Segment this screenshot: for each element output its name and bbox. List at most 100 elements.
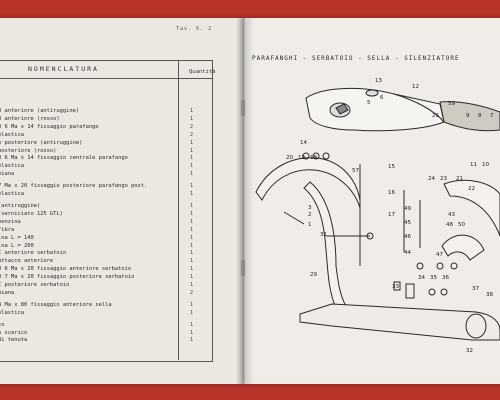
quantity-item: 1 bbox=[190, 234, 194, 241]
callout-14: 14 bbox=[300, 140, 307, 146]
quantity-item: 1 bbox=[190, 155, 194, 162]
quantity-item: 1 bbox=[190, 282, 194, 289]
list-item: (verniciato 125 GTL) bbox=[0, 210, 63, 217]
list-item: 0 6 Ma x 14 fissaggio centrale parafango bbox=[0, 155, 128, 162]
list-item: o scarico bbox=[0, 329, 28, 336]
callout-1: 1 bbox=[308, 222, 312, 228]
callout-36: 36 bbox=[442, 275, 449, 281]
callout-8: 8 bbox=[478, 113, 482, 119]
list-item: elastica bbox=[0, 309, 24, 316]
list-item: piana bbox=[0, 289, 15, 296]
quantity-item: 1 bbox=[190, 183, 194, 190]
list-item: 7 Ma x 20 fissaggio posteriore parafango… bbox=[0, 183, 148, 190]
callout-23: 23 bbox=[440, 176, 447, 182]
quantity-column-rule bbox=[178, 60, 179, 360]
quantity-item: 2 bbox=[190, 289, 194, 296]
nomenclature-header: NOMENCLATURA bbox=[28, 65, 99, 73]
table-header-rule bbox=[0, 78, 212, 79]
list-item: elastica bbox=[0, 163, 24, 170]
callout-50: 50 bbox=[458, 222, 465, 228]
list-item: 0 7 Ma x 20 fissaggio posteriore serbato… bbox=[0, 274, 135, 281]
callout-26: 26 bbox=[432, 113, 439, 119]
callout-59: 59 bbox=[448, 101, 455, 107]
callout-34: 34 bbox=[418, 275, 425, 281]
list-item: ina L = 140 bbox=[0, 234, 34, 241]
callout-22: 22 bbox=[468, 186, 475, 192]
callout-29: 29 bbox=[310, 272, 317, 278]
quantity-item: 1 bbox=[190, 139, 194, 146]
quantity-item: 1 bbox=[190, 250, 194, 257]
quantity-item: 1 bbox=[190, 108, 194, 114]
quantity-item: 1 bbox=[190, 266, 194, 273]
callout-31: 31 bbox=[320, 232, 327, 238]
callout-17: 17 bbox=[388, 212, 395, 218]
list-item: (antiruggine) bbox=[0, 202, 41, 209]
callout-48: 48 bbox=[446, 222, 453, 228]
quantity-item: 1 bbox=[190, 309, 194, 316]
callout-19: 19 bbox=[298, 155, 305, 161]
quantity-item: 1 bbox=[190, 210, 194, 217]
list-item: 8 Ma x 80 fissaggio anteriore sella bbox=[0, 301, 112, 308]
book-gutter bbox=[236, 18, 254, 384]
list-item: fibra bbox=[0, 226, 15, 233]
callout-3: 3 bbox=[308, 205, 312, 211]
exploded-parts-drawing bbox=[255, 87, 500, 341]
callout-33: 33 bbox=[392, 284, 399, 290]
list-item: o posteriore (antiruggine) bbox=[0, 139, 83, 146]
callout-49: 49 bbox=[404, 206, 411, 212]
quantity-item: 1 bbox=[190, 191, 194, 198]
callout-2: 2 bbox=[308, 212, 312, 218]
callout-38: 38 bbox=[486, 292, 493, 298]
quantity-item: 1 bbox=[190, 226, 194, 233]
tab-label: Tav. 6. 2 bbox=[176, 26, 213, 32]
callout-44: 44 bbox=[404, 250, 411, 256]
list-item: co bbox=[0, 321, 5, 328]
callout-46: 46 bbox=[404, 234, 411, 240]
callout-47: 47 bbox=[436, 252, 443, 258]
callout-43: 43 bbox=[448, 212, 455, 218]
list-item: elastica bbox=[0, 131, 24, 138]
quantity-item: 1 bbox=[190, 218, 194, 225]
list-item: ina L = 200 bbox=[0, 242, 34, 249]
list-item: elastica bbox=[0, 191, 24, 198]
callout-13: 13 bbox=[375, 78, 382, 84]
list-item: O anteriore (rosso) bbox=[0, 115, 60, 122]
quantity-item: 1 bbox=[190, 274, 194, 281]
quantity-item: 1 bbox=[190, 301, 194, 308]
quantity-item: 1 bbox=[190, 202, 194, 209]
staple-top bbox=[241, 100, 245, 116]
callout-7: 7 bbox=[490, 113, 494, 119]
quantity-item: 1 bbox=[190, 337, 194, 344]
callout-5: 5 bbox=[367, 100, 371, 106]
callout-11: 11 bbox=[470, 162, 477, 168]
quantity-item: 1 bbox=[190, 171, 194, 178]
callout-16: 16 bbox=[388, 190, 395, 196]
callout-24: 24 bbox=[428, 176, 435, 182]
list-item: di tenuta bbox=[0, 337, 28, 344]
front-mudguard bbox=[255, 157, 361, 209]
callout-15: 15 bbox=[388, 164, 395, 170]
callout-9: 9 bbox=[466, 113, 470, 119]
quantity-item: 2 bbox=[190, 123, 194, 130]
page-title: PARAFANGHI - SERBATOIO - SELLA - SILENZI… bbox=[252, 55, 460, 62]
left-page: Tav. 6. 2 NOMENCLATURA Quantità O anteri… bbox=[0, 18, 244, 384]
seat bbox=[439, 101, 500, 132]
callout-10: 10 bbox=[482, 162, 489, 168]
silencer bbox=[299, 303, 500, 341]
quantity-item: 1 bbox=[190, 163, 194, 170]
list-item: O anteriore (antiruggine) bbox=[0, 108, 80, 114]
callout-21: 21 bbox=[456, 176, 463, 182]
list-item: piana bbox=[0, 171, 15, 178]
list-item: benzina bbox=[0, 218, 21, 225]
quantity-item: 1 bbox=[190, 147, 194, 154]
quantity-item: 1 bbox=[190, 321, 194, 328]
callout-37: 37 bbox=[472, 286, 479, 292]
list-item: posteriore (rosso) bbox=[0, 147, 57, 154]
quantity-item: 1 bbox=[190, 329, 194, 336]
quantity-item: 2 bbox=[190, 131, 194, 138]
callout-12: 12 bbox=[412, 84, 419, 90]
callout-6: 6 bbox=[380, 95, 384, 101]
quantity-item: 1 bbox=[190, 242, 194, 249]
